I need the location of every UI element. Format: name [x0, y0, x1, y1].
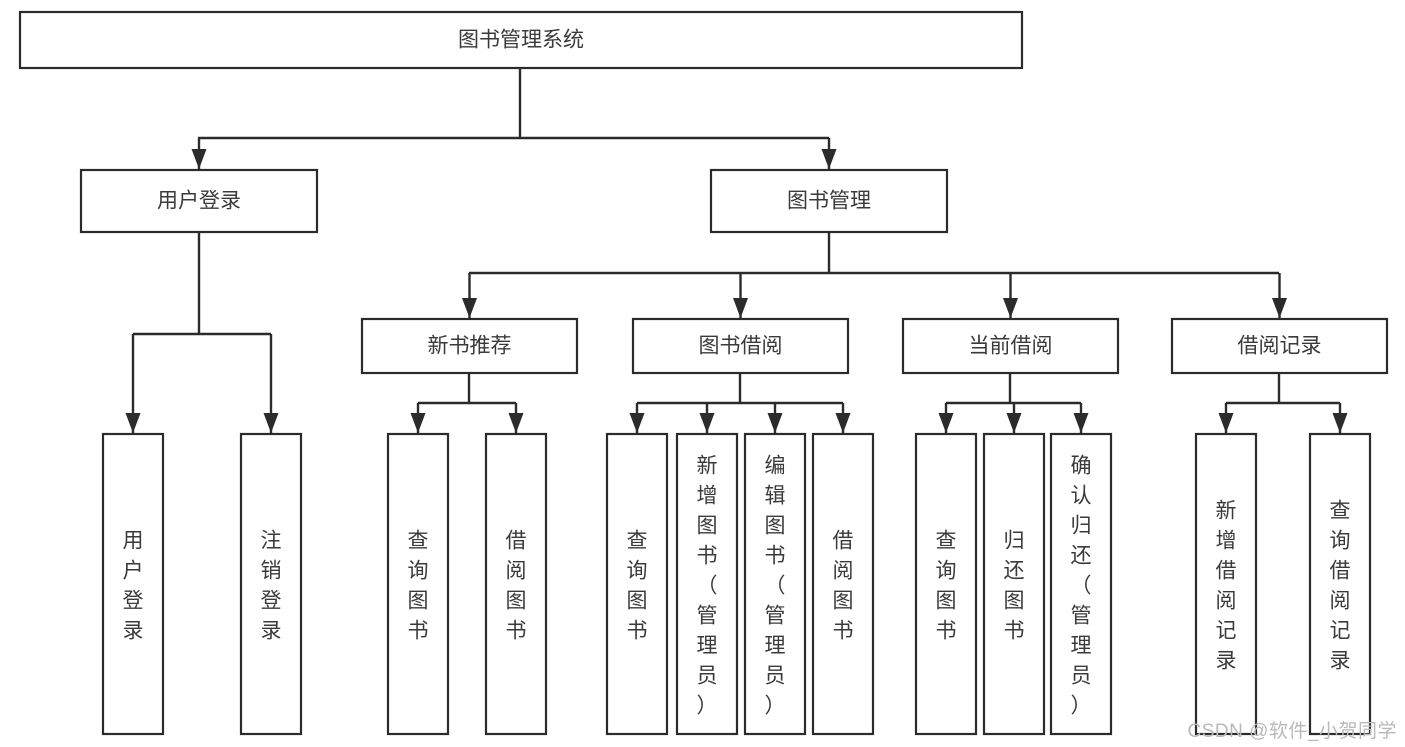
node-box-leaf-edit-book[interactable] [743, 432, 807, 736]
arrow-head-icon [699, 413, 715, 433]
node-book-borrow[interactable]: 图书借阅 [631, 317, 850, 375]
arrow-head-icon [125, 413, 141, 433]
node-new-book-recommend[interactable]: 新书推荐 [360, 317, 579, 375]
arrow-head-icon [821, 149, 837, 169]
node-box-leaf-add-record[interactable] [1194, 432, 1258, 736]
node-box-leaf-confirm-return[interactable] [1049, 432, 1113, 736]
node-label-leaf-borrow-book-2: 借阅图书 [833, 529, 854, 642]
node-label-leaf-query-book-1: 查询图书 [408, 529, 429, 642]
arrow-head-icon [410, 413, 426, 433]
node-box-new-book-recommend[interactable] [360, 317, 579, 375]
node-leaf-borrow-book-2[interactable]: 借阅图书 [811, 432, 875, 736]
node-label-borrow-record: 借阅记录 [1238, 335, 1322, 358]
node-current-borrow[interactable]: 当前借阅 [901, 317, 1120, 375]
nodes-layer: 图书管理系统用户登录图书管理新书推荐图书借阅当前借阅借阅记录用户登录注销登录查询… [18, 10, 1389, 736]
node-label-leaf-logout: 注销登录 [261, 529, 282, 642]
arrow-head-icon [835, 413, 851, 433]
node-label-new-book-recommend: 新书推荐 [428, 335, 512, 358]
node-box-leaf-logout[interactable] [239, 432, 303, 736]
node-box-leaf-query-book-2[interactable] [605, 432, 669, 736]
node-box-book-borrow[interactable] [631, 317, 850, 375]
node-label-leaf-borrow-book-1: 借阅图书 [506, 529, 527, 642]
arrow-head-icon [1073, 413, 1089, 433]
node-label-leaf-add-book: 新增图书（管理员） [697, 454, 718, 717]
node-label-leaf-query-record: 查询借阅记录 [1330, 499, 1351, 672]
node-box-current-borrow[interactable] [901, 317, 1120, 375]
connectors-layer [125, 68, 1348, 433]
node-box-leaf-query-book-1[interactable] [386, 432, 450, 736]
arrow-head-icon [938, 413, 954, 433]
node-box-leaf-user-login[interactable] [101, 432, 165, 736]
node-leaf-borrow-book-1[interactable]: 借阅图书 [484, 432, 548, 736]
node-label-leaf-return-book: 归还图书 [1004, 529, 1025, 642]
node-leaf-add-record[interactable]: 新增借阅记录 [1194, 432, 1258, 736]
node-label-leaf-edit-book: 编辑图书（管理员） [765, 454, 786, 717]
node-leaf-query-book-3[interactable]: 查询图书 [914, 432, 978, 736]
arrow-head-icon [1006, 413, 1022, 433]
node-leaf-user-login[interactable]: 用户登录 [101, 432, 165, 736]
node-label-leaf-confirm-return: 确认归还（管理员） [1071, 454, 1092, 717]
arrow-head-icon [462, 298, 477, 318]
node-leaf-confirm-return[interactable]: 确认归还（管理员） [1049, 432, 1113, 736]
node-leaf-query-book-2[interactable]: 查询图书 [605, 432, 669, 736]
node-box-leaf-borrow-book-2[interactable] [811, 432, 875, 736]
node-box-user-login[interactable] [79, 168, 319, 234]
node-box-root[interactable] [18, 10, 1024, 70]
node-leaf-query-book-1[interactable]: 查询图书 [386, 432, 450, 736]
node-box-leaf-borrow-book-1[interactable] [484, 432, 548, 736]
node-book-manage[interactable]: 图书管理 [709, 168, 949, 234]
node-label-book-manage: 图书管理 [787, 190, 871, 213]
arrow-head-icon [1272, 298, 1287, 318]
node-root[interactable]: 图书管理系统 [18, 10, 1024, 70]
arrow-head-icon [1218, 413, 1234, 433]
node-label-leaf-query-book-3: 查询图书 [936, 529, 957, 642]
node-box-leaf-query-book-3[interactable] [914, 432, 978, 736]
node-label-root: 图书管理系统 [458, 29, 584, 52]
csdn-watermark: CSDN @软件_小贺同学 [1187, 721, 1397, 742]
node-borrow-record[interactable]: 借阅记录 [1170, 317, 1389, 375]
arrow-head-icon [733, 298, 748, 318]
arrow-head-icon [1003, 298, 1018, 318]
arrow-head-icon [191, 149, 207, 169]
node-label-current-borrow: 当前借阅 [969, 335, 1053, 358]
arrow-head-icon [629, 413, 645, 433]
node-label-leaf-query-book-2: 查询图书 [627, 529, 648, 642]
node-leaf-query-record[interactable]: 查询借阅记录 [1308, 432, 1372, 736]
arrow-head-icon [263, 413, 279, 433]
node-leaf-edit-book[interactable]: 编辑图书（管理员） [743, 432, 807, 736]
node-leaf-return-book[interactable]: 归还图书 [982, 432, 1046, 736]
node-label-leaf-add-record: 新增借阅记录 [1216, 499, 1237, 672]
node-box-leaf-return-book[interactable] [982, 432, 1046, 736]
node-label-book-borrow: 图书借阅 [699, 335, 783, 358]
node-box-leaf-add-book[interactable] [675, 432, 739, 736]
node-label-leaf-user-login: 用户登录 [123, 529, 144, 642]
node-label-user-login: 用户登录 [157, 190, 241, 213]
node-box-leaf-query-record[interactable] [1308, 432, 1372, 736]
arrow-head-icon [767, 413, 783, 433]
node-leaf-logout[interactable]: 注销登录 [239, 432, 303, 736]
node-box-book-manage[interactable] [709, 168, 949, 234]
node-user-login[interactable]: 用户登录 [79, 168, 319, 234]
node-leaf-add-book[interactable]: 新增图书（管理员） [675, 432, 739, 736]
arrow-head-icon [508, 413, 524, 433]
node-box-borrow-record[interactable] [1170, 317, 1389, 375]
arrow-head-icon [1332, 413, 1348, 433]
